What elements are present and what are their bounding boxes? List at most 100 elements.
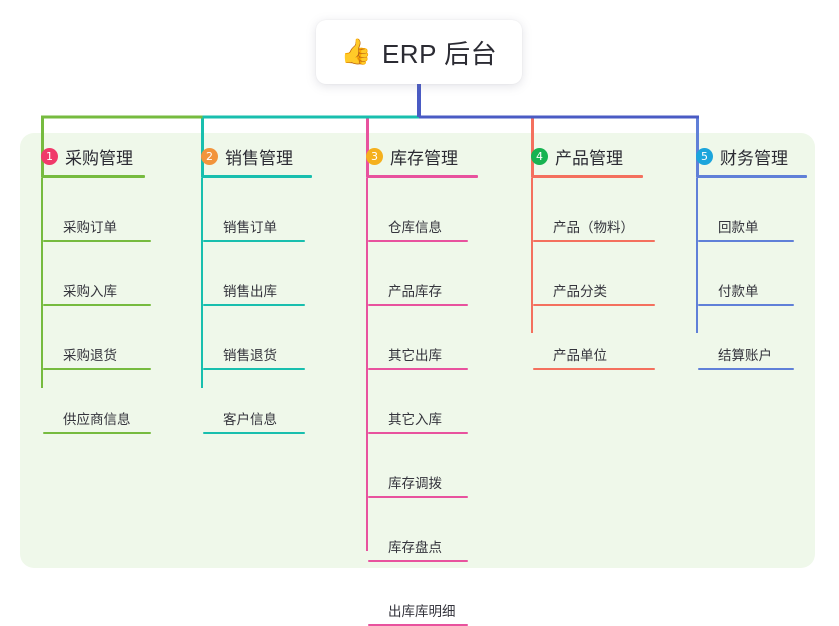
branches-panel-background: [20, 133, 815, 568]
branch-header-underline: [366, 175, 478, 178]
branch-columns: 1 采购管理采购订单采购入库采购退货供应商信息 2 销售管理销售订单销售出库销售退货客…: [41, 144, 807, 626]
branch-item-underline: [698, 304, 794, 306]
branch-item-label: 采购退货: [63, 348, 117, 363]
branch-item-label: 销售出库: [223, 284, 277, 299]
branch-item-label: 销售订单: [223, 220, 277, 235]
branch-item-label: 产品单位: [553, 348, 607, 363]
branch-title: 库存管理: [390, 149, 458, 168]
branch-index-badge: 5: [696, 148, 713, 165]
branch-item-label: 出库库明细: [388, 604, 456, 619]
branch-index-badge: 2: [201, 148, 218, 165]
branch-item-label: 产品分类: [553, 284, 607, 299]
branch-item[interactable]: 回款单: [696, 178, 807, 242]
branch-item-underline: [368, 240, 468, 242]
branch-item-label: 产品（物料）: [553, 220, 634, 235]
branch-spine: [41, 178, 43, 388]
branch-header-3[interactable]: 3 库存管理: [366, 144, 478, 175]
branch-item[interactable]: 产品单位: [531, 306, 655, 370]
branch-item[interactable]: 产品分类: [531, 242, 655, 306]
branch-item-label: 仓库信息: [388, 220, 442, 235]
branch-item-label: 结算账户: [718, 348, 772, 363]
branch-item-underline: [203, 304, 305, 306]
branch-item-label: 付款单: [718, 284, 759, 299]
branch-item[interactable]: 结算账户: [696, 306, 807, 370]
branch-item[interactable]: 库存盘点: [366, 498, 478, 562]
branch-item[interactable]: 其它出库: [366, 306, 478, 370]
branch-spine: [531, 178, 533, 333]
branch-item-list: 产品（物料） 产品分类产品单位: [531, 178, 655, 370]
branch-title: 产品管理: [555, 149, 623, 168]
branch-item-label: 库存调拨: [388, 476, 442, 491]
branch-item[interactable]: 库存调拨: [366, 434, 478, 498]
branch-item-label: 产品库存: [388, 284, 442, 299]
branch-header-underline: [696, 175, 807, 178]
branch-item[interactable]: 采购入库: [41, 242, 151, 306]
branch-column-5: 5 财务管理回款单付款单结算账户: [696, 144, 807, 370]
branch-item[interactable]: 付款单: [696, 242, 807, 306]
branch-item[interactable]: 产品库存: [366, 242, 478, 306]
branch-item[interactable]: 采购订单: [41, 178, 151, 242]
branch-index-badge: 4: [531, 148, 548, 165]
branch-item-label: 采购订单: [63, 220, 117, 235]
branch-spine: [201, 178, 203, 388]
branch-item-underline: [698, 368, 794, 370]
branch-item-label: 供应商信息: [63, 412, 131, 427]
branch-item-underline: [533, 240, 655, 242]
branch-title: 财务管理: [720, 149, 788, 168]
branch-item[interactable]: 供应商信息: [41, 370, 151, 434]
thumbs-up-icon: 👍: [340, 37, 372, 66]
branch-item-label: 其它入库: [388, 412, 442, 427]
branch-item-underline: [203, 240, 305, 242]
branch-header-2[interactable]: 2 销售管理: [201, 144, 312, 175]
branch-item-underline: [43, 240, 151, 242]
branch-title: 采购管理: [65, 149, 133, 168]
root-node[interactable]: 👍 ERP 后台: [316, 20, 522, 84]
branch-header-underline: [531, 175, 643, 178]
branch-item[interactable]: 销售出库: [201, 242, 312, 306]
branch-column-1: 1 采购管理采购订单采购入库采购退货供应商信息: [41, 144, 151, 434]
branch-item-underline: [368, 368, 468, 370]
branch-header-1[interactable]: 1 采购管理: [41, 144, 151, 175]
branch-item-underline: [368, 304, 468, 306]
branch-item-list: 回款单付款单结算账户: [696, 178, 807, 370]
branch-item[interactable]: 其它入库: [366, 370, 478, 434]
branch-item[interactable]: 采购退货: [41, 306, 151, 370]
branch-item-underline: [368, 432, 468, 434]
branch-column-2: 2 销售管理销售订单销售出库销售退货客户信息: [201, 144, 312, 434]
branch-header-underline: [41, 175, 145, 178]
mindmap-canvas: 👍 ERP 后台 1 采购管理采购订单采购入库采购退货供应商信息 2 销售管理销售订单…: [20, 20, 815, 626]
branch-title: 销售管理: [225, 149, 293, 168]
branch-item[interactable]: 产品（物料）: [531, 178, 655, 242]
branch-item-underline: [43, 304, 151, 306]
branch-header-5[interactable]: 5 财务管理: [696, 144, 807, 175]
branch-item-label: 客户信息: [223, 412, 277, 427]
branch-index-badge: 1: [41, 148, 58, 165]
branch-item-underline: [698, 240, 794, 242]
branch-spine: [366, 178, 368, 551]
branch-column-4: 4 产品管理产品（物料） 产品分类产品单位: [531, 144, 655, 370]
branch-item-list: 销售订单销售出库销售退货客户信息: [201, 178, 312, 434]
branch-item[interactable]: 销售退货: [201, 306, 312, 370]
branch-item-underline: [43, 432, 151, 434]
branch-item-label: 采购入库: [63, 284, 117, 299]
branch-item-label: 库存盘点: [388, 540, 442, 555]
branch-item-underline: [533, 304, 655, 306]
branch-header-underline: [201, 175, 312, 178]
branch-item-underline: [368, 560, 468, 562]
branch-item-underline: [533, 368, 655, 370]
branch-item-label: 销售退货: [223, 348, 277, 363]
branch-item[interactable]: 出库库明细: [366, 562, 478, 626]
branch-item-underline: [203, 368, 305, 370]
branch-item[interactable]: 客户信息: [201, 370, 312, 434]
root-title: ERP 后台: [381, 38, 498, 69]
branch-item-underline: [203, 432, 305, 434]
branch-item-list: 采购订单采购入库采购退货供应商信息: [41, 178, 151, 434]
branch-index-badge: 3: [366, 148, 383, 165]
branch-header-4[interactable]: 4 产品管理: [531, 144, 655, 175]
branch-item[interactable]: 仓库信息: [366, 178, 478, 242]
branch-spine: [696, 178, 698, 333]
branch-item-list: 仓库信息产品库存其它出库其它入库库存调拨库存盘点出库库明细: [366, 178, 478, 626]
branch-item[interactable]: 销售订单: [201, 178, 312, 242]
branch-item-underline: [43, 368, 151, 370]
branch-item-underline: [368, 496, 468, 498]
